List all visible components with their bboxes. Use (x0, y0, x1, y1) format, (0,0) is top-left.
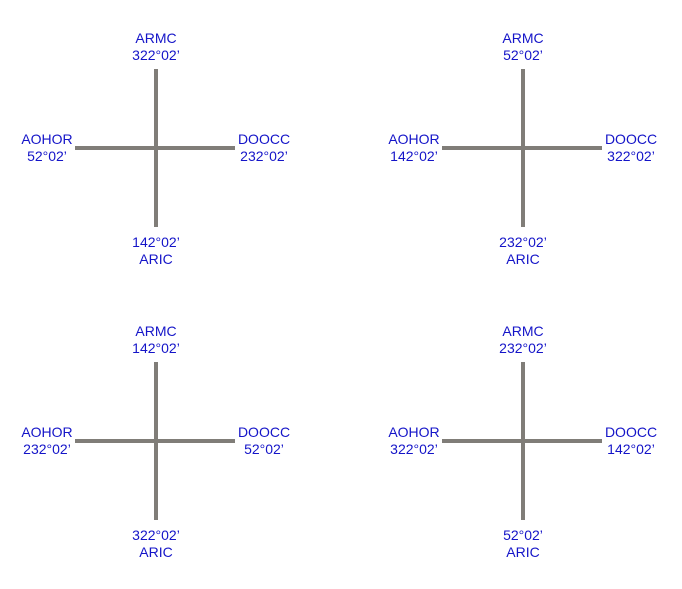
armc-label: ARMC 232°02’ (478, 323, 568, 357)
horizontal-axis-line (442, 146, 602, 150)
aric-title: ARIC (139, 544, 173, 560)
aohor-label: AOHOR 142°02’ (369, 131, 459, 165)
aohor-value: 52°02’ (27, 148, 67, 164)
armc-value: 52°02’ (503, 47, 543, 63)
armc-value: 322°02’ (132, 47, 180, 63)
doocc-value: 142°02’ (607, 441, 655, 457)
armc-title: ARMC (135, 323, 177, 339)
aric-label: 52°02’ ARIC (478, 527, 568, 561)
armc-label: ARMC 52°02’ (478, 30, 568, 64)
armc-value: 232°02’ (499, 340, 547, 356)
armc-title: ARMC (502, 30, 544, 46)
doocc-label: DOOCC 142°02’ (586, 424, 676, 458)
armc-value: 142°02’ (132, 340, 180, 356)
armc-title: ARMC (135, 30, 177, 46)
doocc-title: DOOCC (604, 424, 658, 440)
doocc-value: 322°02’ (607, 148, 655, 164)
aohor-title: AOHOR (21, 131, 73, 147)
aric-title: ARIC (139, 251, 173, 267)
aric-title: ARIC (506, 251, 540, 267)
horizontal-axis-line (75, 439, 235, 443)
aric-value: 232°02’ (499, 234, 547, 250)
aric-value: 142°02’ (132, 234, 180, 250)
aric-title: ARIC (506, 544, 540, 560)
aric-value: 52°02’ (503, 527, 543, 543)
doocc-title: DOOCC (237, 131, 291, 147)
aohor-title: AOHOR (388, 424, 440, 440)
aric-label: 232°02’ ARIC (478, 234, 568, 268)
doocc-title: DOOCC (604, 131, 658, 147)
aohor-label: AOHOR 52°02’ (2, 131, 92, 165)
aohor-title: AOHOR (21, 424, 73, 440)
doocc-label: DOOCC 232°02’ (219, 131, 309, 165)
aric-value: 322°02’ (132, 527, 180, 543)
horizontal-axis-line (75, 146, 235, 150)
doocc-value: 52°02’ (244, 441, 284, 457)
doocc-label: DOOCC 52°02’ (219, 424, 309, 458)
aohor-value: 142°02’ (390, 148, 438, 164)
aohor-value: 232°02’ (23, 441, 71, 457)
doocc-value: 232°02’ (240, 148, 288, 164)
armc-title: ARMC (502, 323, 544, 339)
aohor-title: AOHOR (388, 131, 440, 147)
armc-label: ARMC 142°02’ (111, 323, 201, 357)
doocc-label: DOOCC 322°02’ (586, 131, 676, 165)
aric-label: 322°02’ ARIC (111, 527, 201, 561)
aric-label: 142°02’ ARIC (111, 234, 201, 268)
aohor-label: AOHOR 322°02’ (369, 424, 459, 458)
aohor-label: AOHOR 232°02’ (2, 424, 92, 458)
doocc-title: DOOCC (237, 424, 291, 440)
armc-label: ARMC 322°02’ (111, 30, 201, 64)
aohor-value: 322°02’ (390, 441, 438, 457)
horizontal-axis-line (442, 439, 602, 443)
